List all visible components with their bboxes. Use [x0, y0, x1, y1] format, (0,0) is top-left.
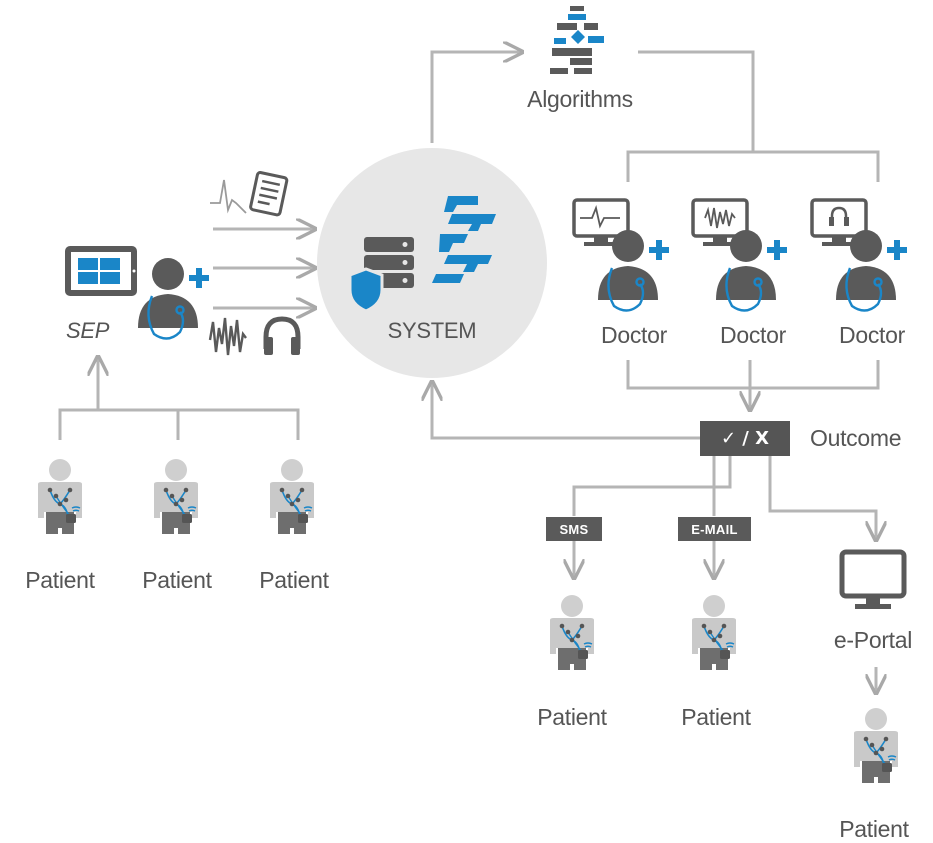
headphones-monitor-icon [810, 198, 868, 248]
doctors-top-branch [626, 150, 880, 182]
shield-icon [348, 267, 384, 313]
doctor-3-label: Doctor [839, 322, 905, 348]
patient-2-label: Patient [142, 567, 212, 593]
patient-5-label: Patient [681, 704, 751, 730]
doctor-3-group [810, 198, 909, 312]
sms-tag: SMS [546, 517, 602, 541]
patient-4-label: Patient [537, 704, 607, 730]
outcome-label: Outcome [810, 425, 902, 451]
patient-3-icon [269, 458, 315, 535]
doctors-bottom-branch [626, 360, 880, 390]
outcome-to-sms-line [572, 456, 732, 516]
patient-2-icon [153, 458, 199, 535]
doctor-2-label: Doctor [720, 322, 786, 348]
sep-label: SEP [66, 318, 110, 343]
outcome-box: ✓ / X [700, 421, 790, 456]
system-label: SYSTEM [387, 318, 477, 343]
sound-wave-icon [208, 317, 247, 356]
algorithms-label: Algorithms [527, 86, 633, 112]
system-to-algorithms-arrow [430, 52, 522, 143]
patient-3-label: Patient [259, 567, 329, 593]
email-tag: E-MAIL [678, 517, 751, 541]
outcome-to-system-arrow [432, 382, 700, 440]
ecg-wave-icon [210, 179, 247, 214]
patient-6-icon [853, 707, 899, 784]
report-document-icon [249, 171, 289, 217]
flowchart-icon [550, 6, 604, 74]
audio-monitor-icon [691, 198, 749, 248]
patient-1-label: Patient [25, 567, 95, 593]
ecg-monitor-icon [572, 198, 630, 248]
eportal-monitor-icon [839, 549, 907, 609]
headphones-icon [263, 316, 301, 355]
outcome-to-portal-arrow [768, 456, 876, 540]
connectors [58, 50, 880, 693]
sep-doctor-icon [136, 256, 211, 340]
patient-4-icon [549, 594, 595, 671]
patient-1-icon [37, 458, 83, 535]
algorithms-to-doctors-line [638, 50, 755, 152]
system-circle [317, 148, 547, 378]
patient-5-icon [691, 594, 737, 671]
doctor-1-group [572, 198, 671, 312]
system-logo-icon [432, 196, 496, 283]
patient-6-label: Patient [839, 816, 909, 842]
doctor-1-label: Doctor [601, 322, 667, 348]
tablet-windows-icon [65, 246, 137, 296]
doctor-2-group [691, 198, 789, 312]
eportal-label: e-Portal [833, 627, 913, 653]
